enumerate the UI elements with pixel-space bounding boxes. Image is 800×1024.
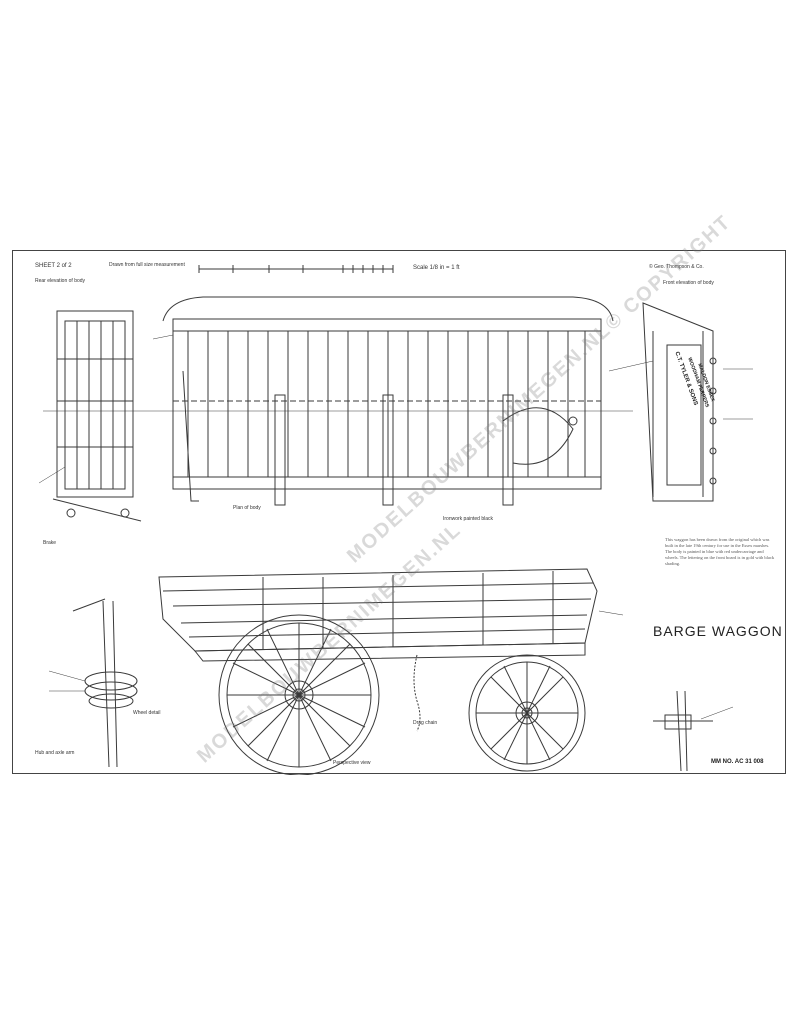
scale-bar <box>198 265 394 273</box>
rear-elevation-label: Rear elevation of body <box>35 278 86 284</box>
perspective-label: Perspective view <box>333 760 371 766</box>
scale-caption: Drawn from full size measurement <box>109 262 185 268</box>
chain-label: Drag chain <box>413 720 438 726</box>
brake-label: Brake <box>43 540 57 546</box>
rear-elevation-view <box>52 310 142 522</box>
scale-label: Scale 1/8 in = 1 ft <box>413 265 460 271</box>
drawing-sheet: SHEET 2 of 2 Drawn from full size measur… <box>12 211 786 775</box>
copyright-line: © Geo. Thompson & Co. <box>649 264 704 270</box>
hub-detail-label: Hub and axle arm <box>35 750 75 756</box>
front-elevation-label: Front elevation of body <box>663 280 714 286</box>
sheet-label: SHEET 2 of 2 <box>35 263 72 269</box>
perspective-view <box>158 568 598 775</box>
drawing-title: BARGE WAGGON <box>653 623 783 639</box>
ironwork-label: Ironwork painted black <box>443 516 494 522</box>
front-elevation-view <box>642 302 717 502</box>
hub-detail-view <box>72 598 138 768</box>
plan-label: Plan of body <box>233 505 261 511</box>
technical-drawing <box>38 265 753 775</box>
drawing-serial: MM NO. AC 31 008 <box>711 759 764 765</box>
wheel-detail-label: Wheel detail <box>133 710 161 716</box>
annotation-leaders <box>38 334 753 720</box>
wheel-section-view <box>653 690 713 772</box>
side-elevation-view <box>43 296 633 506</box>
summary-note: This waggon has been drawn from the orig… <box>665 537 775 567</box>
